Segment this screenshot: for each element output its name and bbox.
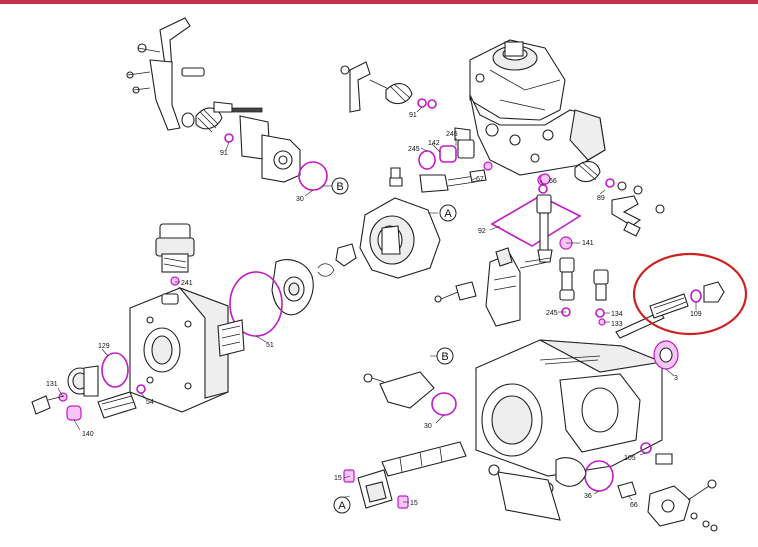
top-rule bbox=[0, 0, 758, 4]
label-105: 105 bbox=[624, 455, 636, 462]
label-66-top: 66 bbox=[549, 178, 557, 185]
left-pump-housing bbox=[31, 223, 245, 421]
label-245-mid: 245 bbox=[546, 310, 558, 317]
label-67: 67 bbox=[476, 176, 484, 183]
label-92: 92 bbox=[478, 228, 486, 235]
label-241: 241 bbox=[181, 280, 193, 287]
label-245-top: 245 bbox=[446, 131, 458, 138]
label-15-a: 15 bbox=[334, 475, 342, 482]
callout-a-bottom: A bbox=[333, 496, 351, 514]
label-109: 109 bbox=[690, 311, 702, 318]
svg-text:B: B bbox=[336, 181, 343, 193]
label-54: 54 bbox=[146, 399, 154, 406]
top-left-lever-assembly bbox=[126, 17, 328, 191]
svg-text:A: A bbox=[444, 208, 452, 220]
label-129: 129 bbox=[98, 343, 110, 350]
label-134: 134 bbox=[611, 311, 623, 318]
center-plunger bbox=[519, 173, 553, 269]
label-131: 131 bbox=[46, 381, 58, 388]
callout-b-top: B bbox=[331, 177, 349, 195]
governor-cover-assembly bbox=[340, 39, 665, 237]
label-140: 140 bbox=[82, 431, 94, 438]
svg-text:A: A bbox=[338, 500, 346, 512]
label-15-b: 15 bbox=[410, 500, 418, 507]
label-66-bottom: 66 bbox=[630, 502, 638, 509]
svg-text:B: B bbox=[441, 351, 448, 363]
callout-b-mid: B bbox=[436, 347, 454, 365]
label-30-mid: 30 bbox=[424, 423, 432, 430]
callout-a-top: A bbox=[439, 204, 457, 222]
label-141: 141 bbox=[582, 240, 594, 247]
gasket-92 bbox=[490, 195, 582, 247]
label-142: 142 bbox=[428, 140, 440, 147]
label-36: 36 bbox=[584, 493, 592, 500]
label-51: 51 bbox=[266, 342, 274, 349]
label-89: 89 bbox=[597, 195, 605, 202]
drive-shaft bbox=[343, 441, 467, 509]
label-30-top: 30 bbox=[296, 196, 304, 203]
label-133: 133 bbox=[611, 321, 623, 328]
label-3: 3 bbox=[674, 375, 678, 382]
main-pump-body bbox=[363, 339, 718, 532]
center-right-valves bbox=[434, 236, 725, 339]
label-91-left: 91 bbox=[220, 150, 228, 157]
label-245-left: 245 bbox=[408, 146, 420, 153]
leader-lines bbox=[57, 106, 697, 503]
drive-plate-assembly bbox=[229, 197, 441, 337]
label-91-top: 91 bbox=[409, 112, 417, 119]
highlight-circle bbox=[632, 252, 748, 336]
